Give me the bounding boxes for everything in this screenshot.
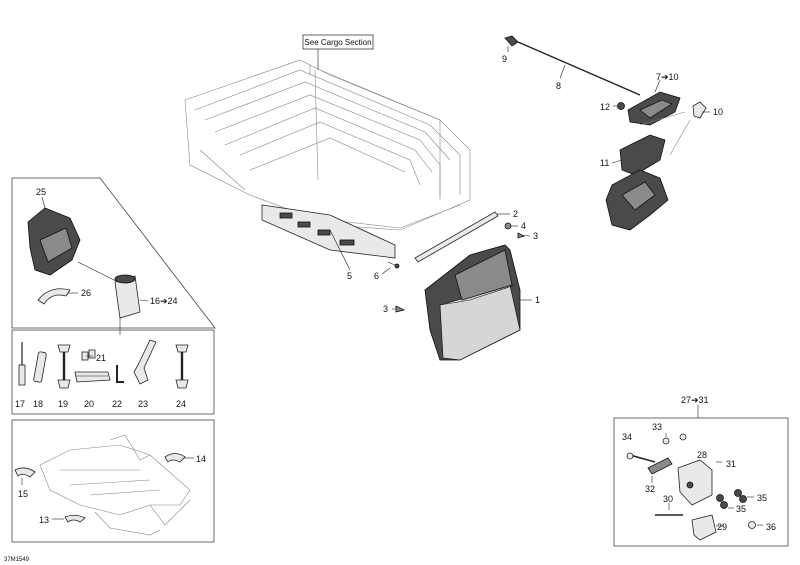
svg-text:17: 17 [15,399,25,409]
svg-text:30: 30 [663,494,673,504]
svg-text:15: 15 [18,489,28,499]
kit-box-tools [11,318,215,415]
svg-text:26: 26 [81,288,91,298]
diagram-code: 37M1549 [4,557,30,563]
svg-text:14: 14 [196,454,206,464]
kit-box-snowmobile [11,419,215,543]
part-35-nut-b[interactable]: 35 [716,494,747,515]
part-7-latch-assembly[interactable]: 7➔10 [627,72,681,126]
part-18-fuse-puller[interactable]: 18 [33,351,47,409]
part-16-24-tool-pouch[interactable]: 16➔24 [77,261,178,319]
part-14-decal[interactable]: 14 [164,453,206,465]
part-5-trim-strip[interactable]: 5 [261,204,396,281]
part-15-decal[interactable]: 15 [14,467,36,499]
svg-text:18: 18 [33,399,43,409]
part-11-latch-bracket[interactable]: 11 [600,111,691,231]
part-23-spark-plug-wrench[interactable]: 23 [133,339,157,409]
svg-text:32: 32 [645,484,655,494]
part-30-bolt-long[interactable]: 30 [655,494,683,516]
svg-text:3: 3 [533,231,538,241]
part-3-screw-top[interactable]: 3 [517,231,538,241]
part-24-wrench[interactable]: 24 [175,344,189,409]
part-8-cable[interactable]: 8 [517,41,641,96]
svg-text:29: 29 [717,522,727,532]
svg-text:3: 3 [383,304,388,314]
part-4-nut[interactable]: 4 [504,221,526,231]
part-20-hex-keys[interactable]: 20 [74,371,111,409]
svg-text:19: 19 [58,399,68,409]
part-36-washer[interactable]: 36 [748,521,777,533]
svg-text:10: 10 [713,107,723,117]
svg-text:34: 34 [622,432,632,442]
svg-text:16➔24: 16➔24 [150,296,178,306]
part-33-bolt[interactable]: 33 [652,422,687,445]
part-19-wrench[interactable]: 19 [57,344,71,409]
part-6-screw[interactable]: 6 [374,261,400,281]
part-2-retainer[interactable]: 2 [414,209,518,263]
part-32-plate[interactable]: 32 [645,457,673,494]
svg-text:21: 21 [96,353,106,363]
svg-text:36: 36 [766,522,776,532]
svg-text:9: 9 [502,54,507,64]
part-9-cable-end[interactable]: 9 [502,35,519,64]
svg-text:31: 31 [726,459,736,469]
kit-box-hardware: 27➔31 [613,395,789,547]
svg-text:12: 12 [600,102,610,112]
part-34-bolt[interactable]: 34 [622,432,656,463]
svg-text:13: 13 [39,515,49,525]
svg-text:33: 33 [652,422,662,432]
part-25-storage-case[interactable]: 25 [27,187,81,276]
svg-text:35: 35 [757,493,767,503]
part-26-strap[interactable]: 26 [37,288,91,305]
svg-text:28: 28 [697,450,707,460]
svg-text:35: 35 [736,504,746,514]
svg-text:See Cargo Section: See Cargo Section [304,38,371,47]
part-10-knob[interactable]: 10 [692,101,723,119]
svg-text:7➔10: 7➔10 [656,72,679,82]
part-13-decal[interactable]: 13 [39,514,86,525]
part-22-allen-key[interactable]: 22 [112,365,124,409]
part-28-bracket[interactable]: 28 [677,450,713,506]
part-35-nut-a[interactable]: 35 [734,489,768,504]
svg-text:5: 5 [347,271,352,281]
svg-text:27➔31: 27➔31 [681,395,709,405]
svg-text:11: 11 [600,158,609,168]
svg-text:25: 25 [36,187,46,197]
part-12-washer[interactable]: 12 [600,102,625,112]
part-21-spark-plug-cap[interactable]: 21 [81,349,106,363]
svg-text:1: 1 [535,295,540,305]
svg-text:22: 22 [112,399,122,409]
svg-text:23: 23 [138,399,148,409]
cargo-rack-outline [184,59,471,231]
snowmobile-outline [39,434,191,536]
svg-text:4: 4 [521,221,526,231]
svg-text:20: 20 [84,399,94,409]
svg-text:24: 24 [176,399,186,409]
part-31-pin[interactable]: 31 [716,459,736,469]
kit-box-tool-kit [11,177,216,329]
see-cargo-callout: See Cargo Section [302,34,374,70]
svg-text:6: 6 [374,271,379,281]
part-17-screwdriver[interactable]: 17 [15,342,26,409]
svg-text:8: 8 [556,81,561,91]
part-3-screw-bottom[interactable]: 3 [383,304,406,314]
part-1-side-bag[interactable]: 1 [424,244,540,361]
svg-text:2: 2 [513,209,518,219]
part-29-clip[interactable]: 29 [691,514,727,541]
